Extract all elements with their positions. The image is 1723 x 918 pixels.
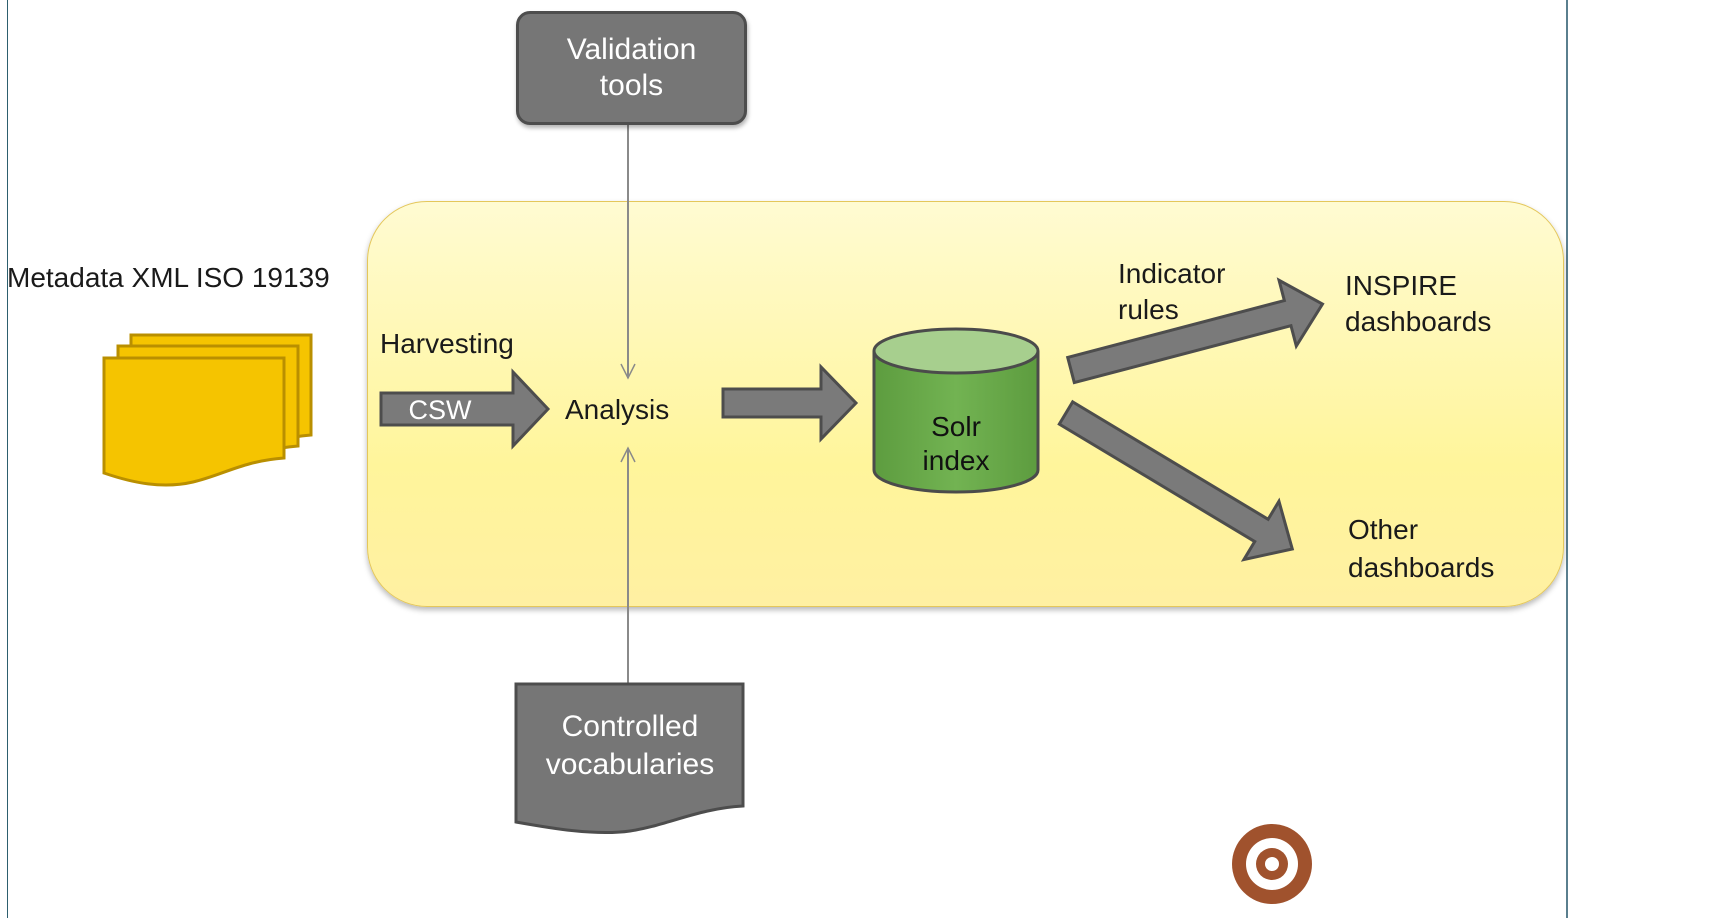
solr-index-cylinder [872, 327, 1040, 494]
document-stack-icon [102, 333, 313, 487]
harvesting-arrow [379, 368, 551, 450]
solr-index-line1: Solr [931, 411, 981, 442]
other-dashboards-line1: Other [1348, 514, 1419, 545]
controlled-vocabularies-shape [514, 682, 745, 835]
vocabulary-connector [620, 446, 636, 684]
indicator-rules-line1: Indicator [1118, 258, 1226, 289]
indicator-rules-line2: rules [1118, 294, 1179, 325]
controlled-vocabularies-line2: vocabularies [545, 748, 715, 781]
inspire-dashboards-line1: INSPIRE [1345, 270, 1458, 301]
analysis-to-index-arrow [721, 363, 859, 443]
solr-index-label: Solr index [874, 410, 1038, 478]
index-to-inspire-arrow [1065, 277, 1325, 385]
solr-index-line2: index [922, 445, 990, 476]
left-frame-line [7, 0, 8, 918]
analysis-label: Analysis [565, 394, 670, 425]
inspire-dashboards-label: INSPIRE dashboards [1345, 268, 1491, 340]
validation-connector [620, 121, 636, 380]
controlled-vocabularies-label: Controlled vocabularies [516, 690, 744, 802]
controlled-vocabularies-line1: Controlled [561, 710, 699, 743]
validation-tools-box: Validation tools [516, 11, 747, 125]
inspire-dashboards-line2: dashboards [1345, 306, 1492, 337]
logo-icon [1232, 824, 1312, 904]
other-dashboards-label: Other dashboards [1348, 511, 1494, 587]
other-dashboards-line2: dashboards [1348, 552, 1495, 583]
index-to-other-arrow [1057, 399, 1295, 562]
right-frame-line [1566, 0, 1568, 918]
indicator-rules-label: Indicator rules [1118, 256, 1225, 328]
source-title: Metadata XML ISO 19139 [7, 262, 330, 293]
csw-label: CSW [408, 395, 472, 425]
validation-tools-line1: Validation [566, 33, 697, 66]
validation-tools-line2: tools [599, 69, 664, 102]
harvesting-label: Harvesting [380, 328, 514, 359]
